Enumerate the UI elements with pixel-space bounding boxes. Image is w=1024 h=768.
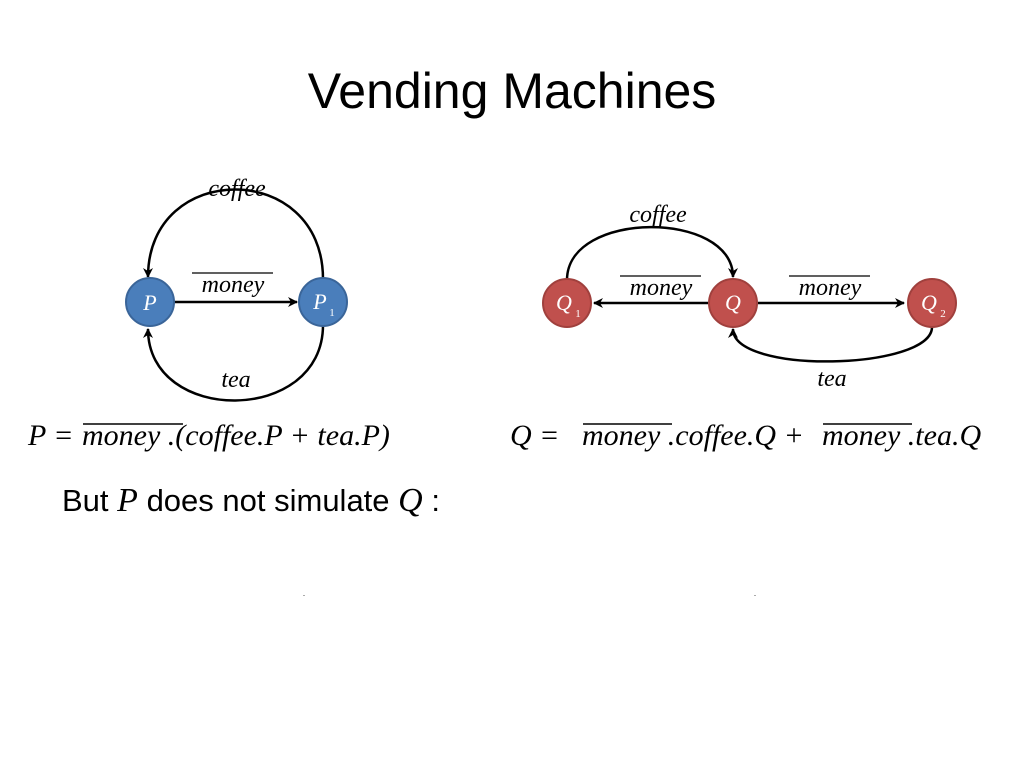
equation-p: P = money .(coffee.P + tea.P) (27, 419, 390, 452)
edge-label-q-money-right: money (799, 275, 862, 301)
svg-text:Q: Q (921, 290, 937, 315)
edge-label-q-tea: tea (817, 366, 846, 392)
edge-label-p-coffee: coffee (208, 176, 266, 202)
caption-prefix: But (62, 483, 109, 518)
svg-text:P = money .(coffee: P = money .(coffee.P + tea.P) (27, 419, 390, 452)
svg-text:Q: Q (725, 290, 741, 315)
equation-p-lhs: P = (27, 419, 74, 452)
node-p: P (125, 277, 175, 327)
caption-suffix: : (431, 483, 440, 518)
edge-p-tea (143, 324, 325, 402)
edge-label-p-money: money (202, 272, 265, 298)
node-q1: Q 1 (542, 278, 592, 328)
svg-text:Q: Q (556, 290, 572, 315)
svg-text:Q = money .coffee.: Q = money .coffee.Q + money .tea.Q (510, 419, 981, 452)
vending-diagrams: coffee money tea P P 1 coffee money mone… (27, 176, 981, 452)
svg-text:2: 2 (940, 308, 946, 320)
edge-q-coffee (565, 225, 738, 281)
equation-q-mid: .coffee.Q + (668, 419, 804, 452)
svg-text:1: 1 (329, 307, 335, 319)
edge-label-q-coffee: coffee (629, 202, 687, 228)
edge-label-q-money-left: money (630, 275, 693, 301)
slide-title: Vending Machines (307, 63, 717, 119)
stray-dot-right (754, 595, 756, 596)
diagram-p: coffee money tea P P 1 (125, 176, 348, 402)
stray-dot-left (303, 595, 305, 596)
equation-q-rest: .tea.Q (908, 419, 982, 452)
caption-var-p: P (117, 482, 138, 519)
caption-line: But P does not simulate Q : (62, 482, 440, 520)
svg-text:1: 1 (575, 308, 581, 320)
node-q2: Q 2 (907, 278, 957, 328)
svg-text:P: P (312, 289, 326, 314)
equation-p-rest: .(coffee.P + tea.P) (168, 419, 390, 452)
node-p1: P 1 (298, 277, 348, 327)
svg-text:P: P (142, 290, 156, 315)
equation-q-lhs: Q = (510, 419, 559, 452)
caption-var-q: Q (398, 482, 423, 519)
equation-q: Q = money .coffee.Q + money .tea.Q (510, 419, 981, 452)
caption-middle: does not simulate (146, 483, 390, 518)
edge-q-tea (728, 326, 934, 363)
diagram-q: coffee money money tea Q 1 Q Q 2 (542, 202, 957, 392)
edge-p-coffee (143, 188, 325, 280)
edge-label-p-tea: tea (221, 367, 250, 393)
node-q: Q (708, 278, 758, 328)
